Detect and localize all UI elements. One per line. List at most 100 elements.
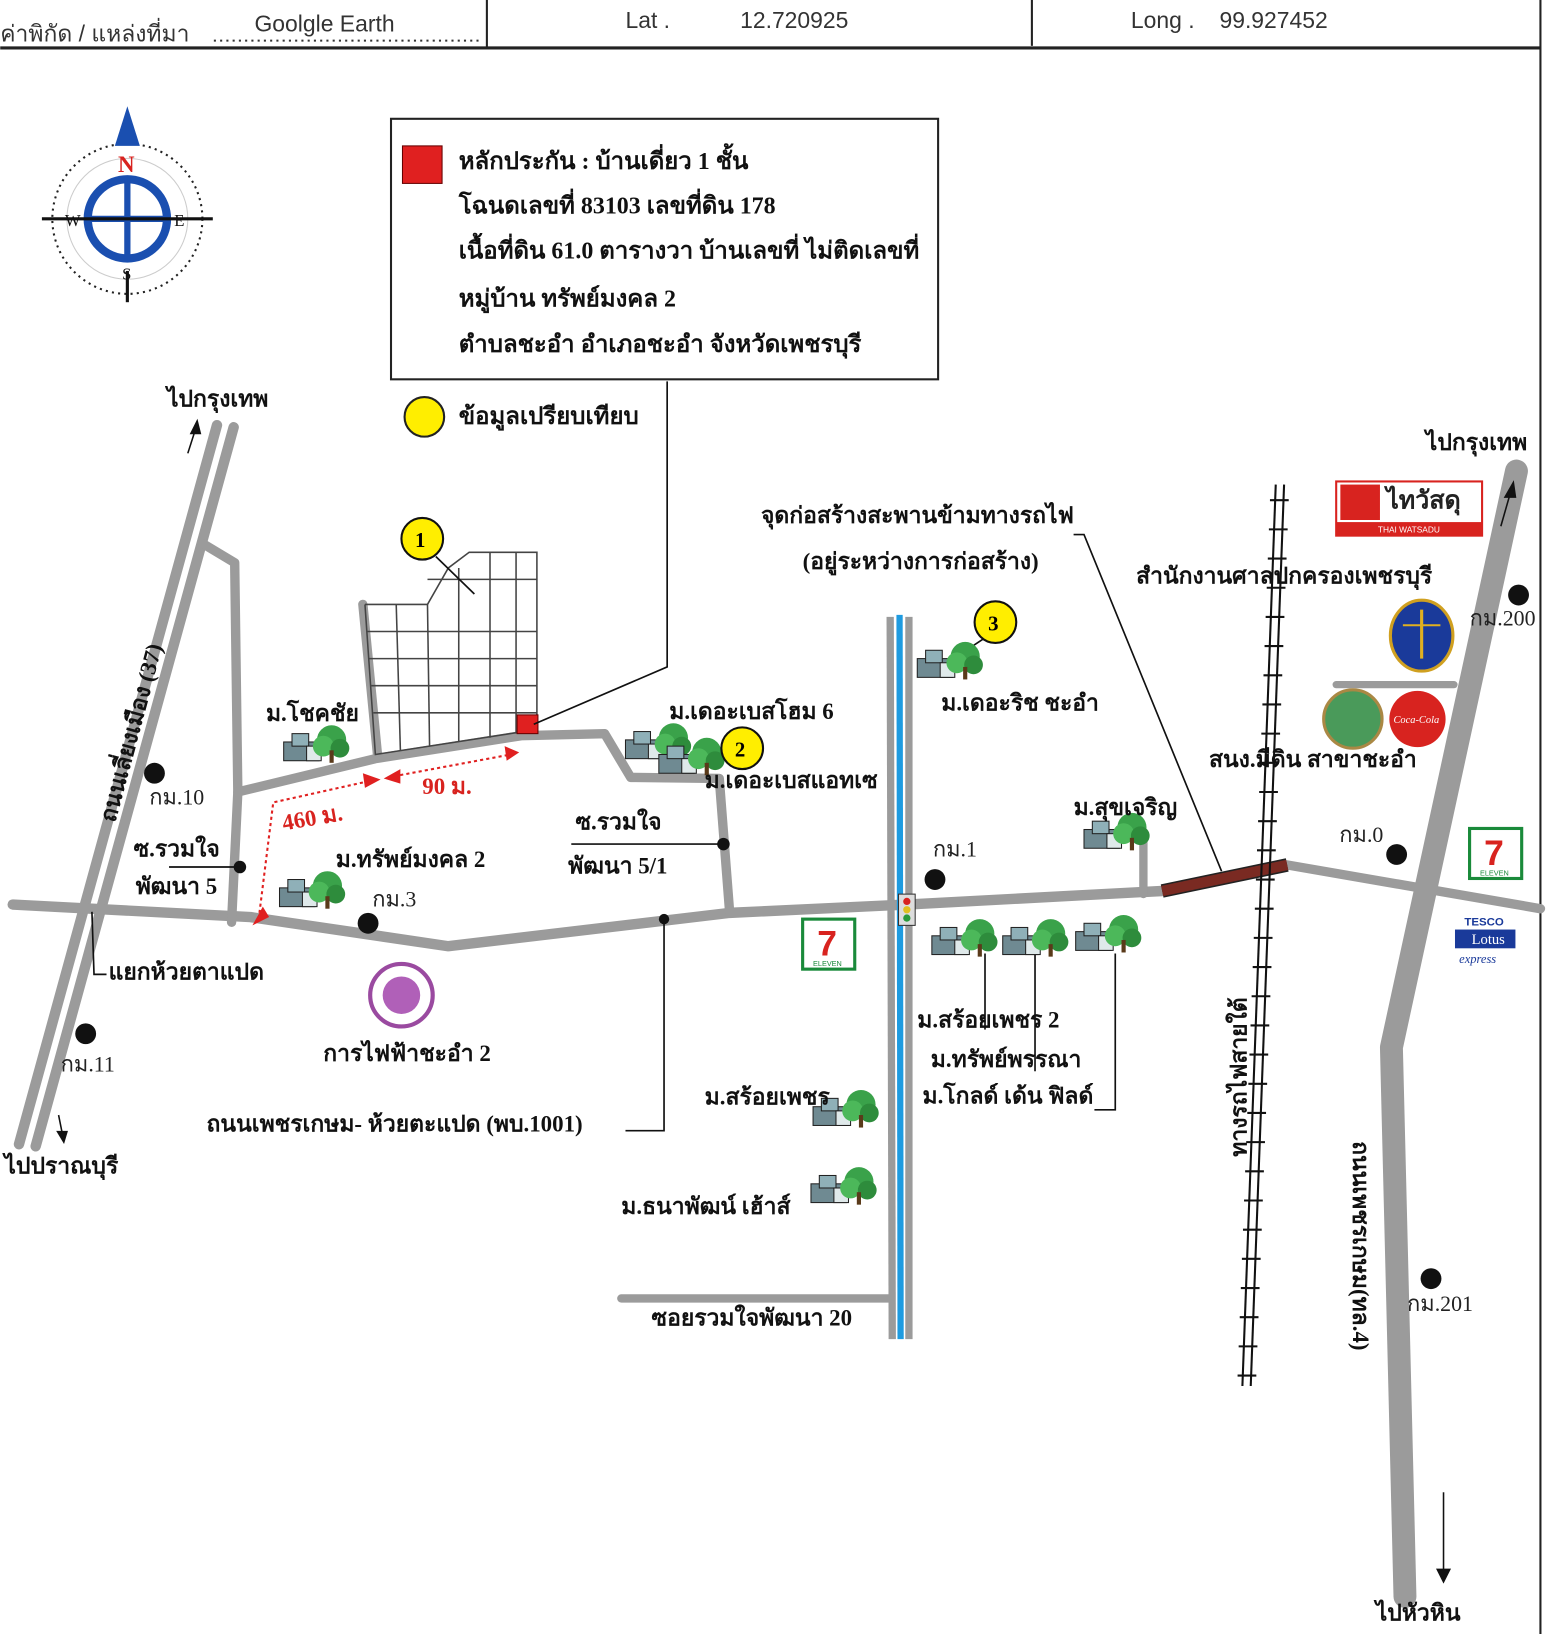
- label-village: ม.เดอะเบสโฮม 6: [669, 697, 834, 724]
- compass-e: E: [174, 211, 184, 230]
- km-label: กม.3: [372, 888, 416, 912]
- label-village: ม.เดอะเบสแอทเซ: [705, 768, 878, 793]
- km-label: กม.1: [933, 838, 977, 862]
- marker-3: 3: [988, 611, 998, 635]
- marker-2: 2: [735, 738, 745, 762]
- lat-value: 12.720925: [740, 7, 848, 33]
- legend-line: หมู่บ้าน ทรัพย์มงคล 2: [459, 284, 676, 313]
- long-label: Long .: [1131, 7, 1195, 33]
- traffic-light-icon: [897, 893, 916, 926]
- label-village: ม.ทรัพย์มงคล 2: [336, 846, 486, 872]
- label-village: ม.สร้อยเพชร: [705, 1085, 831, 1110]
- main-road: [7, 885, 1168, 952]
- distance-90: 90 ม.: [422, 774, 471, 799]
- label-soi-20: ซอยรวมใจพัฒนา 20: [652, 1304, 853, 1331]
- canal-bank: [886, 616, 896, 1340]
- coords-label: ค่าพิกัด / แหล่งที่มา: [0, 18, 189, 47]
- source-value: Goolgle Earth: [254, 10, 394, 36]
- svg-text:Lotus: Lotus: [1472, 932, 1506, 948]
- coca-cola-logo: Coca-Cola: [1389, 690, 1446, 748]
- label-railway: ทางรถไฟสายใต้: [1225, 997, 1252, 1156]
- distance-460: 460 ม.: [280, 800, 344, 835]
- km-label: กม.201: [1407, 1292, 1473, 1316]
- village-icon: [916, 641, 984, 680]
- label-pea: การไฟฟ้าชะอำ 2: [323, 1039, 491, 1066]
- village-icon: [278, 870, 346, 910]
- km-label: กม.0: [1339, 823, 1383, 847]
- label-village: ม.เดอะริช ชะอำ: [941, 691, 1099, 716]
- svg-text:Coca-Cola: Coca-Cola: [1394, 715, 1440, 726]
- label-village: ม.โกลด์ เด้น ฟิลด์: [922, 1082, 1093, 1109]
- marker-1: 1: [415, 528, 425, 552]
- bypass-road: [13, 419, 223, 1150]
- label-main-road: ถนนเพชรเกษม- ห้วยตะแปด (พบ.1001): [207, 1112, 583, 1137]
- label-to-bangkok: ไปกรุงเทพ: [164, 384, 268, 413]
- collateral-marker: [516, 714, 539, 735]
- phetkasem-road: [1379, 459, 1528, 1608]
- village-icon: [1075, 914, 1142, 953]
- village-icon: [931, 918, 999, 958]
- comparison-swatch: [403, 395, 446, 438]
- label-soi-5: พัฒนา 5: [136, 874, 217, 899]
- legend-line: หลักประกัน : บ้านเดี่ยว 1 ชั้น: [459, 143, 749, 175]
- svg-text:7: 7: [817, 924, 837, 964]
- svg-text:7: 7: [1484, 833, 1504, 873]
- long-value: 99.927452: [1219, 7, 1327, 33]
- compass-w: W: [65, 211, 81, 230]
- seven-eleven-logo: 7 ELEVEN: [1468, 826, 1524, 881]
- compass-s: S: [122, 264, 131, 283]
- label-soi-5: ซ.รวมใจ: [134, 835, 220, 862]
- label-village: ม.โชคชัย: [266, 699, 359, 726]
- legend-line: ตำบลชะอำ อำเภอชะอำ จังหวัดเพชรบุรี: [459, 331, 862, 359]
- svg-text:ELEVEN: ELEVEN: [1480, 868, 1509, 877]
- seven-eleven-logo: 7 ELEVEN: [801, 917, 857, 971]
- svg-text:ไทวัสดุ: ไทวัสดุ: [1383, 485, 1461, 517]
- village-icon: [283, 724, 350, 764]
- label-village: ม.ธนาพัฒน์ เฮ้าส์: [621, 1193, 791, 1219]
- km-label: กม.10: [149, 785, 204, 809]
- legend-comparison: ข้อมูลเปรียบเทียบ: [459, 403, 639, 431]
- collateral-swatch: [401, 145, 443, 184]
- village-icon: [1002, 918, 1069, 958]
- svg-text:THAI WATSADU: THAI WATSADU: [1378, 525, 1440, 535]
- tesco-lotus-logo: TESCO Lotus express: [1454, 916, 1516, 966]
- bridge: [1161, 859, 1289, 897]
- compass-icon: N E S W: [41, 106, 213, 303]
- compass-n: N: [118, 152, 135, 177]
- railway: [1237, 484, 1289, 1387]
- thaiwatsadu-logo: ไทวัสดุ THAI WATSADU: [1335, 480, 1484, 537]
- svg-text:express: express: [1459, 952, 1496, 966]
- office-seal-icon: [1322, 688, 1384, 750]
- leader-lines: [91, 381, 1223, 1132]
- direction-arrows: [56, 418, 1517, 1584]
- label-to-bangkok: ไปกรุงเทพ: [1423, 428, 1527, 457]
- label-to-pranburi: ไปปราณบุรี: [1, 1151, 119, 1180]
- label-court: สำนักงานศาลปกครองเพชรบุรี: [1136, 564, 1433, 591]
- km-label: กม.200: [1470, 606, 1536, 630]
- village-icon: [810, 1166, 878, 1206]
- svg-text:ELEVEN: ELEVEN: [813, 959, 842, 968]
- legend-box: หลักประกัน : บ้านเดี่ยว 1 ชั้น โฉนดเลขที…: [389, 117, 940, 438]
- label-village: ม.ทรัพย์พรรณา: [931, 1046, 1082, 1072]
- label-bridge: จุดก่อสร้างสะพานข้ามทางรถไฟ: [761, 501, 1074, 530]
- label-to-huahin: ไปหัวหิน: [1373, 1598, 1461, 1625]
- label-phetkasem-road: ถนนเพชรเกษม(ทล.4): [1348, 1141, 1373, 1350]
- housing-estate-grid: [364, 551, 538, 756]
- legend-line: เนื้อที่ดิน 61.0 ตารางวา บ้านเลขที่ ไม่ต…: [459, 232, 919, 264]
- label-soi-5-1: ซ.รวมใจ: [575, 808, 661, 835]
- label-village: ม.สร้อยเพชร 2: [917, 1008, 1059, 1033]
- label-bridge-status: (อยู่ระหว่างการก่อสร้าง): [803, 549, 1039, 576]
- label-office: สนง.มีดิน สาขาชะอำ: [1209, 747, 1417, 772]
- side-road: [198, 539, 243, 927]
- roads: [7, 419, 1546, 1608]
- court-seal-icon: [1388, 598, 1455, 673]
- lat-label: Lat .: [625, 7, 670, 33]
- comparison-markers: 1 2 3: [400, 516, 1018, 771]
- km-label: กม.11: [61, 1052, 115, 1076]
- pea-seal-icon: [368, 961, 435, 1029]
- km-dots: [75, 584, 1529, 1290]
- legend-line: โฉนดเลขที่ 83103 เลขที่ดิน 178: [458, 188, 776, 220]
- label-village: ม.สุขเจริญ: [1074, 795, 1178, 822]
